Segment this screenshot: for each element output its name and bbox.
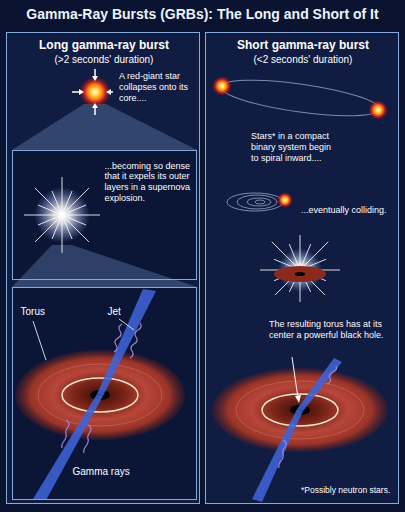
collision-burst xyxy=(295,272,305,276)
binary-stars xyxy=(368,100,388,120)
torus-jet xyxy=(33,394,103,499)
part-label: Torus xyxy=(21,306,61,318)
supernova-burst xyxy=(62,177,63,215)
red-giant-star xyxy=(72,69,113,115)
supernova-burst xyxy=(35,188,62,215)
part-label: Jet xyxy=(108,306,138,318)
inset-box: Torus JetGamma rays xyxy=(12,287,197,500)
supernova-burst xyxy=(35,215,62,242)
panel: Long gamma-ray burst (>2 seconds' duratio… xyxy=(6,32,200,504)
panel-subheading: (<2 seconds' duration) xyxy=(206,54,400,66)
red-giant-star xyxy=(92,76,98,81)
footnote: *Possibly neutron stars. xyxy=(301,485,396,495)
collision-burst xyxy=(300,242,328,270)
panel: Short gamma-ray burst (<2 seconds' durati… xyxy=(205,32,399,504)
torus-jet xyxy=(84,425,91,453)
supernova-burst xyxy=(62,215,63,253)
inset-ground xyxy=(12,287,197,500)
callout-text: ...becoming so dense that it expels its … xyxy=(105,161,193,204)
spiral-inward xyxy=(277,192,293,208)
binary-stars xyxy=(212,76,232,96)
callout-text: ...eventually colliding. xyxy=(301,205,396,216)
supernova-burst xyxy=(62,215,89,242)
collision-burst xyxy=(272,242,300,270)
red-giant-star xyxy=(79,89,84,95)
supernova-burst xyxy=(24,215,62,216)
red-giant-star xyxy=(72,91,80,93)
torus-jet xyxy=(292,357,298,398)
spiral-inward xyxy=(255,200,265,204)
diagram-title: Gamma-Ray Bursts (GRBs): The Long and Sh… xyxy=(0,6,405,23)
torus-jet xyxy=(114,324,122,352)
spiral-inward xyxy=(227,192,293,211)
zoom-funnel xyxy=(12,245,197,287)
red-giant-star xyxy=(79,76,111,108)
panel-ground xyxy=(6,32,200,504)
torus-jet xyxy=(279,440,286,468)
supernova-burst xyxy=(24,177,100,253)
inset-box: ...becoming so dense that it expels its … xyxy=(12,150,197,280)
torus-jet xyxy=(15,289,185,499)
collision-burst xyxy=(300,235,301,270)
zoom-funnel xyxy=(12,104,197,150)
collision-burst xyxy=(260,235,340,302)
collision-burst xyxy=(274,266,326,282)
red-giant-star xyxy=(92,103,98,108)
spiral-inward xyxy=(247,198,271,206)
callout-text: A red-giant star collapses onto its core… xyxy=(119,71,199,103)
zoom-funnel xyxy=(12,104,197,287)
spiral-inward xyxy=(237,195,277,209)
torus-jet xyxy=(295,395,301,403)
panel-ground xyxy=(205,32,399,504)
supernova-burst xyxy=(62,215,100,216)
red-giant-star xyxy=(94,69,96,77)
torus-jet xyxy=(297,358,342,411)
panel-subheading: (>2 seconds' duration) xyxy=(7,54,201,66)
torus-jet xyxy=(33,321,46,360)
part-label: Gamma rays xyxy=(73,466,153,478)
supernova-burst xyxy=(62,215,72,239)
supernova-burst xyxy=(52,191,62,215)
spiral-inward xyxy=(227,193,283,211)
torus-jet xyxy=(119,319,134,330)
torus-jet xyxy=(327,366,337,384)
red-giant-star xyxy=(106,89,111,95)
supernova-burst xyxy=(62,188,89,215)
callout-text: Stars* in a compact binary system begin … xyxy=(251,131,339,163)
panel-heading: Long gamma-ray burst xyxy=(7,38,201,52)
torus-jet xyxy=(212,357,388,502)
red-giant-star xyxy=(94,107,96,115)
supernova-burst xyxy=(62,205,86,215)
torus-jet xyxy=(252,409,303,502)
torus-jet xyxy=(97,289,156,396)
panel-heading: Short gamma-ray burst xyxy=(206,38,400,52)
torus-jet xyxy=(62,420,69,448)
supernova-burst xyxy=(38,215,62,225)
binary-stars xyxy=(219,73,381,123)
callout-text: The resulting torus has at its center a … xyxy=(269,319,393,341)
binary-stars xyxy=(212,73,388,123)
